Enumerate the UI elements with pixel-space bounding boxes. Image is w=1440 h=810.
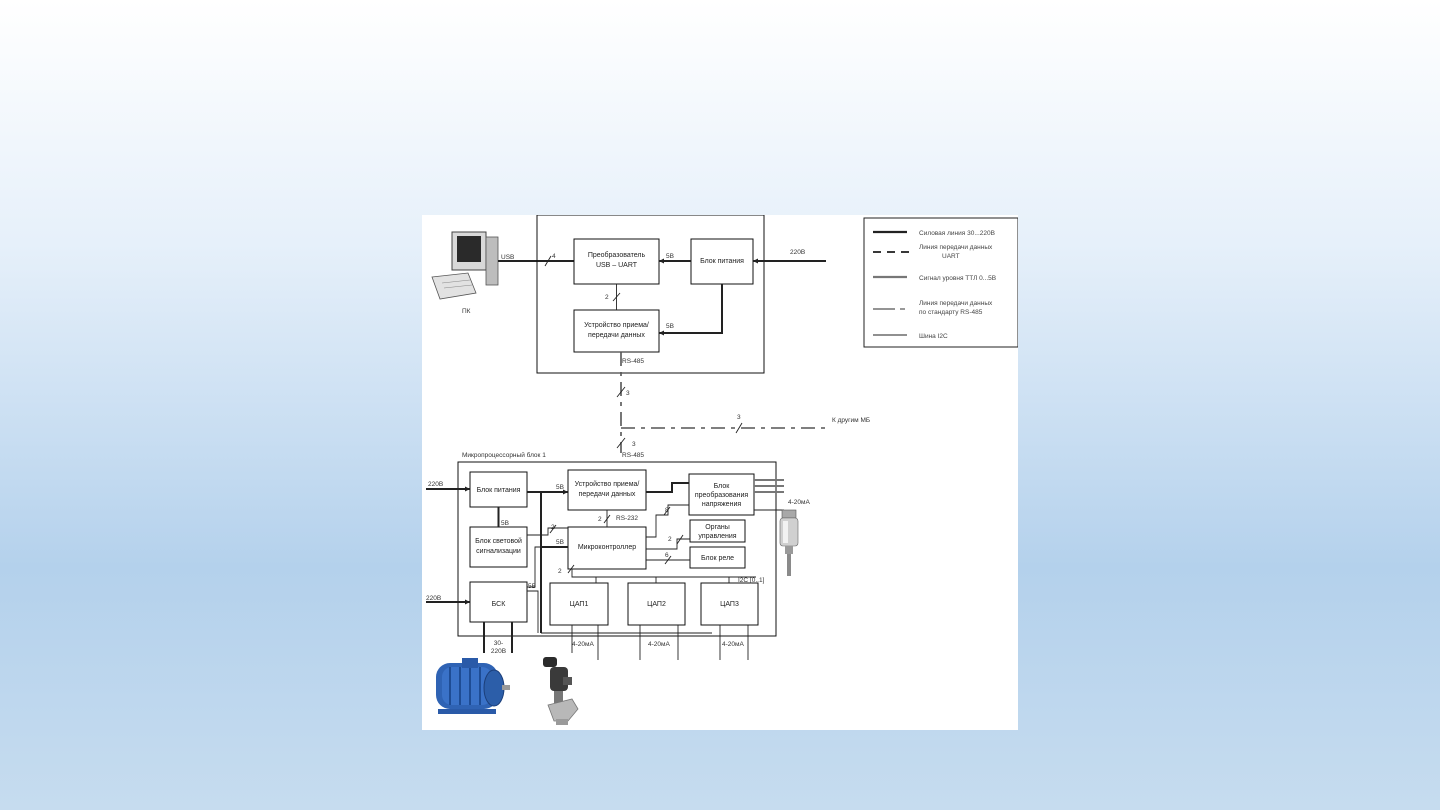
- block-label: Блок световой: [475, 537, 522, 545]
- bus-width-label: 4: [552, 253, 556, 260]
- controls-block: [689, 519, 746, 543]
- bus-width-label: 2: [598, 516, 602, 523]
- bus-width-label: 2: [558, 568, 562, 575]
- top-transceiver-block: [573, 309, 660, 353]
- pc-icon: [431, 231, 499, 300]
- block-label: Органы: [705, 524, 730, 531]
- voltage-label: 5В: [556, 539, 564, 546]
- legend-item-i2c: Шина I2C: [919, 333, 948, 340]
- block-label: управления: [698, 533, 736, 540]
- block-label: передачи данных: [579, 491, 636, 498]
- bus-width-label: 2: [668, 536, 672, 543]
- rs485-label: RS-485: [622, 452, 644, 459]
- microcontroller-block: [567, 526, 647, 570]
- voltage-label: 5В: [666, 253, 674, 260]
- voltage-label: 220В: [491, 648, 506, 655]
- block-diagram: ПК USB 4 Преобразователь USB – UART Блок…: [426, 215, 1018, 725]
- microprocessor-unit-enclosure: [457, 461, 777, 637]
- block-label: Микроконтроллер: [578, 544, 636, 551]
- voltage-label: 5В: [501, 520, 509, 527]
- block-label: ЦАП3: [720, 601, 739, 608]
- relay-block: [689, 546, 746, 569]
- voltage-label: 220В: [428, 481, 443, 488]
- voltage-label: 220В: [790, 249, 805, 256]
- electric-motor-image: [436, 658, 510, 714]
- block-label: преобразования: [695, 491, 749, 499]
- voltage-label: 5В: [528, 583, 536, 590]
- block-label: напряжения: [702, 501, 742, 508]
- block-label: Блок питания: [700, 258, 744, 265]
- voltage-label: 5В: [666, 323, 674, 330]
- mpb-transceiver-block: [567, 469, 647, 511]
- legend-item-uart-line2: UART: [942, 253, 960, 260]
- mpb-power-supply-block: [469, 471, 528, 508]
- bsk-block: [469, 581, 528, 623]
- bus-width-label: 3: [737, 414, 741, 421]
- pc-label: ПК: [462, 308, 471, 315]
- legend-item-power: Силовая линия 30...220В: [919, 230, 995, 237]
- block-label: ЦАП1: [570, 601, 589, 608]
- dac2-block: [627, 582, 686, 626]
- block-label: USB – UART: [596, 262, 638, 269]
- bus-width-label: 2: [551, 524, 555, 531]
- voltage-label: 30-: [494, 640, 503, 647]
- current-label: 4-20мА: [788, 499, 810, 506]
- block-label: БСК: [492, 601, 507, 608]
- dac1-block: [549, 582, 609, 626]
- block-label: Преобразователь: [588, 251, 646, 259]
- host-enclosure: [536, 215, 765, 374]
- block-label: сигнализации: [476, 548, 521, 555]
- to-other-units-label: К другим МБ: [832, 417, 870, 424]
- legend-item-uart: Линия передачи данных: [919, 244, 993, 251]
- legend-box: [863, 217, 1018, 348]
- dac3-block: [700, 582, 759, 626]
- light-signaling-block: [469, 526, 528, 568]
- bus-width-label: 2: [605, 294, 609, 301]
- voltage-label: 5В: [556, 484, 564, 491]
- block-label: Устройство приема/: [584, 321, 649, 329]
- current-label: 4-20мА: [722, 641, 744, 648]
- block-label: Блок реле: [701, 555, 734, 562]
- bus-width-label: 8: [665, 507, 669, 514]
- current-label: 4-20мА: [648, 641, 670, 648]
- current-label: 4-20мА: [572, 641, 594, 648]
- block-label: Блок: [714, 483, 731, 490]
- i2c-label: I2C [0..1]: [738, 577, 765, 584]
- diagram-panel: ПК USB 4 Преобразователь USB – UART Блок…: [422, 215, 1018, 730]
- legend-item-rs485: Линия передачи данных: [919, 300, 993, 307]
- pressure-sensor-image: [779, 509, 799, 576]
- control-valve-image: [543, 657, 579, 725]
- block-label: передачи данных: [588, 332, 645, 339]
- mpb-title: Микропроцессорный блок 1: [462, 451, 546, 459]
- top-power-supply-block: [690, 238, 754, 285]
- block-label: Блок питания: [477, 487, 521, 494]
- bus-width-label: 3: [626, 390, 630, 397]
- legend-item-rs485-line2: по стандарту RS-485: [919, 309, 983, 316]
- legend-item-ttl: Сигнал уровня ТТЛ 0...5В: [919, 275, 996, 282]
- voltage-label: 220В: [426, 595, 441, 602]
- block-label: Устройство приема/: [575, 480, 640, 488]
- bus-width-label: 3: [632, 441, 636, 448]
- legend: Силовая линия 30...220В Линия передачи д…: [863, 217, 1018, 348]
- rs232-label: RS-232: [616, 515, 638, 522]
- bus-width-label: 6: [665, 552, 669, 559]
- voltage-converter-block: [688, 473, 755, 516]
- rs485-label: RS-485: [622, 358, 644, 365]
- usb-label: USB: [501, 254, 514, 261]
- block-label: ЦАП2: [647, 601, 666, 608]
